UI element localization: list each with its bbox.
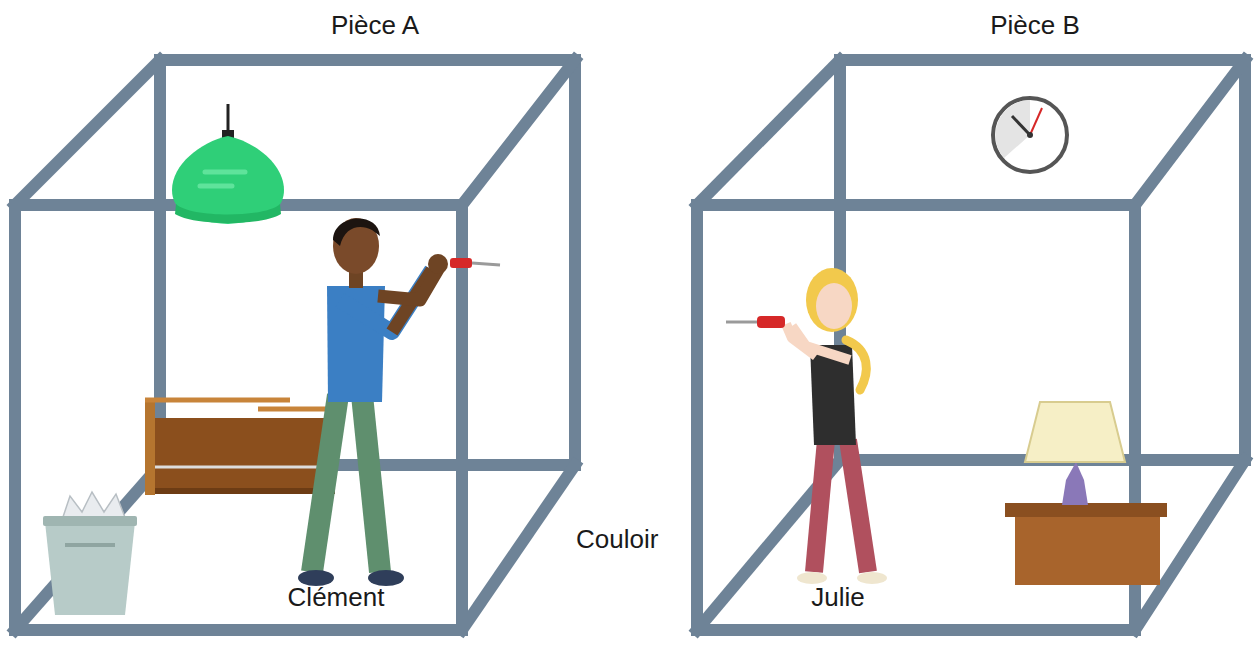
- bed: [145, 398, 290, 403]
- trash-bin: [43, 516, 137, 526]
- person-figure: [298, 570, 334, 586]
- person-figure: [368, 570, 404, 586]
- person-figure: [814, 440, 826, 572]
- person-figure: [298, 218, 500, 586]
- desk: [1015, 517, 1160, 585]
- room-title: Pièce A: [331, 10, 419, 41]
- room-cube: [840, 60, 1245, 460]
- person-figure: [857, 572, 887, 584]
- trash-bin: [43, 492, 137, 615]
- desk: [1005, 503, 1167, 517]
- person-figure: [806, 268, 858, 332]
- person-figure: [757, 316, 785, 328]
- wall-clock: [1027, 132, 1033, 138]
- person-figure: [333, 218, 380, 246]
- person-figure: [792, 326, 850, 360]
- person-figure: [312, 395, 338, 572]
- room: Pièce A Clément: [0, 0, 600, 646]
- person-figure: [726, 268, 887, 584]
- desk: [1005, 503, 1167, 585]
- room-cube: [15, 60, 575, 630]
- wall-clock: [993, 98, 1067, 172]
- trash-bin: [62, 492, 126, 520]
- pendant-lamp: [200, 172, 245, 186]
- room-cube: [697, 60, 1245, 630]
- person-figure: [428, 254, 448, 274]
- person-figure: [450, 258, 472, 268]
- wall-clock: [1030, 108, 1042, 135]
- table-lamp: [1062, 462, 1088, 505]
- pendant-lamp: [175, 204, 281, 223]
- wall-clock: [1012, 116, 1030, 135]
- table-lamp: [1025, 402, 1125, 462]
- bed: [155, 488, 335, 494]
- person-figure: [333, 218, 379, 274]
- table-lamp: [1025, 402, 1125, 505]
- room-title: Pièce B: [990, 10, 1080, 41]
- room-cube: [15, 205, 462, 630]
- bed: [155, 466, 335, 469]
- pendant-lamp: [172, 104, 284, 224]
- person-figure: [846, 340, 866, 390]
- bed: [155, 418, 335, 488]
- room-cube: [15, 465, 160, 630]
- person-name: Clément: [288, 582, 385, 613]
- bed: [145, 398, 155, 495]
- person-figure: [848, 440, 868, 572]
- room: Pièce B Julie: [660, 0, 1260, 646]
- bed: [258, 407, 335, 412]
- room-cube: [15, 60, 160, 205]
- person-figure: [378, 266, 440, 300]
- corridor-label: Couloir: [576, 524, 658, 555]
- room-cube: [697, 60, 840, 205]
- person-figure: [726, 321, 757, 324]
- pendant-lamp: [172, 136, 284, 224]
- trash-bin: [45, 522, 135, 615]
- person-figure: [816, 283, 852, 329]
- wall-clock: [995, 100, 1030, 158]
- person-figure: [797, 572, 827, 584]
- room-cube: [1135, 60, 1245, 205]
- trash-bin: [65, 543, 115, 547]
- bed: [145, 398, 335, 495]
- room-cube: [462, 60, 575, 205]
- person-figure: [472, 263, 500, 265]
- room-cube: [462, 465, 575, 630]
- person-figure: [362, 395, 380, 572]
- wall-clock: [993, 98, 1067, 172]
- person-name: Julie: [811, 582, 864, 613]
